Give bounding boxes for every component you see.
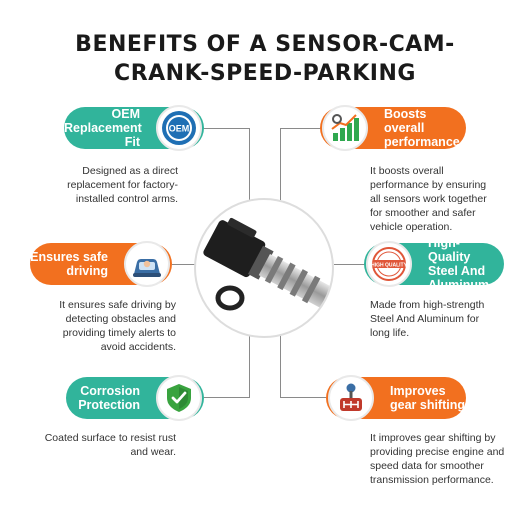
benefit-description: It ensures safe driving by detecting obs… [59,299,176,353]
connector-left-top-h [194,128,250,129]
connector-right-top-h [280,128,336,129]
benefit-label: High-Quality Steel And Aluminum [428,236,490,292]
shield-check-icon [156,375,202,421]
connector-left-top-v [249,128,250,200]
page-title: BENEFITS OF A SENSOR-CAM- CRANK-SPEED-PA… [0,30,530,88]
benefit-label: Boosts overall performance [384,107,460,149]
product-image [194,198,334,338]
connector-left-bot-v [249,336,250,398]
benefit-description: Made from high-strength Steel And Alumin… [370,299,485,339]
benefit-label: Improves gear shifting [390,384,466,412]
title-line-1: BENEFITS OF A SENSOR-CAM- [75,32,455,57]
gear-shifter-icon [328,375,374,421]
benefit-pill-high-quality: HIGH QUALITY High-Quality Steel And Alum… [364,236,504,292]
benefit-pill-gear-shifting: Improves gear shifting [326,375,466,421]
benefit-label: Corrosion Protection [78,384,140,412]
benefit-label: Ensures safe driving [30,250,108,278]
benefit-pill-oem-replacement: OEM Replacement Fit OEM [64,105,204,151]
benefit-pill-corrosion: Corrosion Protection [66,375,204,421]
performance-chart-icon [322,105,368,151]
solenoid-valve-illustration [203,217,332,311]
title-line-2: CRANK-SPEED-PARKING [114,61,416,86]
connector-left-bot-h [204,397,250,398]
connector-right-bot-h [280,397,326,398]
benefit-description: Designed as a direct replacement for fac… [67,165,178,205]
connector-right-top-v [280,128,281,200]
benefit-description: It boosts overall performance by ensurin… [370,165,487,233]
oem-badge-icon: OEM [156,105,202,151]
benefit-description: Coated surface to resist rust and wear. [44,432,176,458]
connector-right-bot-v [280,336,281,398]
connector-right-mid [334,264,366,265]
connector-left-mid [172,264,196,265]
driver-car-icon [124,241,170,287]
benefit-pill-safe-driving: Ensures safe driving [30,241,172,287]
svg-text:HIGH QUALITY: HIGH QUALITY [371,263,407,269]
benefit-description: It improves gear shifting by providing p… [370,432,505,486]
benefit-label: OEM Replacement Fit [64,107,142,149]
high-quality-stamp-icon: HIGH QUALITY [366,241,412,287]
svg-text:OEM: OEM [169,124,190,134]
benefit-pill-performance: Boosts overall performance [320,105,466,151]
